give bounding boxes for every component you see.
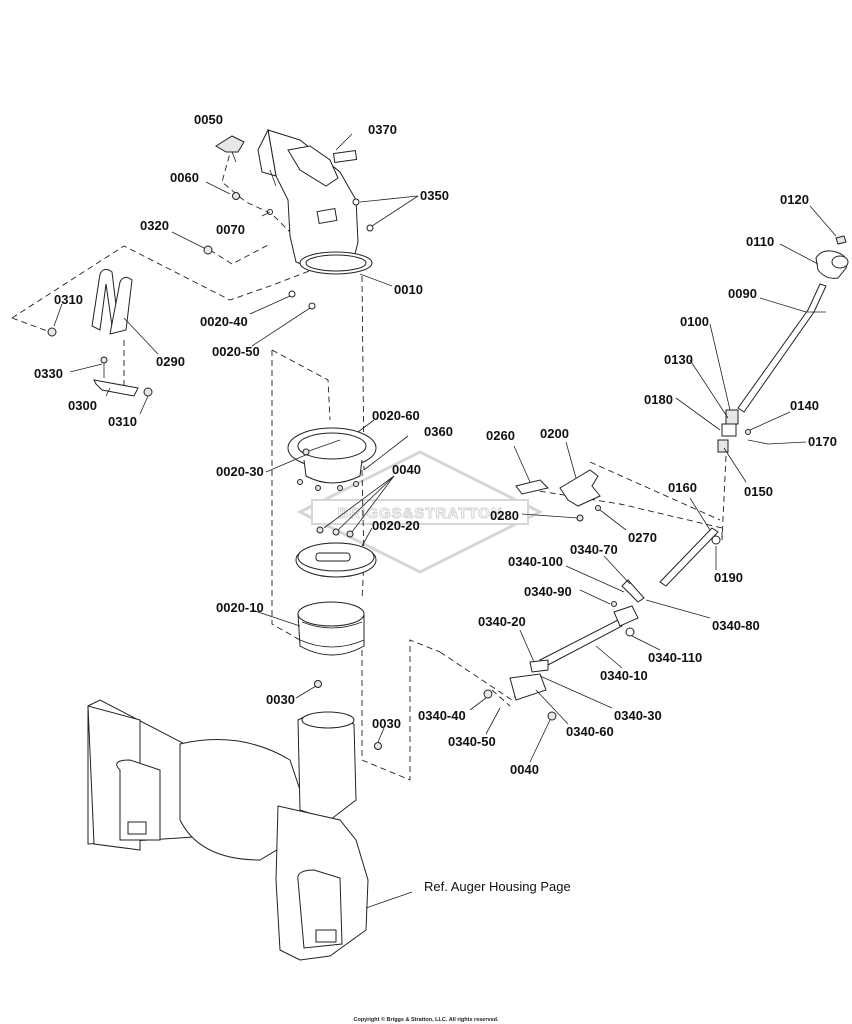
callout-0310-bottom: 0310 [108, 414, 137, 429]
callout-0170: 0170 [808, 434, 837, 449]
callout-0340-90: 0340-90 [524, 584, 572, 599]
callout-0020-50: 0020-50 [212, 344, 260, 359]
callout-0150: 0150 [744, 484, 773, 499]
assembly-guide-lines [11, 145, 727, 781]
callout-0130: 0130 [664, 352, 693, 367]
callout-0340-110: 0340-110 [648, 650, 702, 665]
callout-0340-50: 0340-50 [448, 734, 496, 749]
callout-0020-30: 0020-30 [216, 464, 264, 479]
callout-0270: 0270 [628, 530, 657, 545]
copyright-notice: Copyright © Briggs & Stratton, LLC. All … [353, 1016, 499, 1023]
callout-labels: 0050 0370 0060 0350 0070 0320 0010 0310 … [34, 112, 837, 777]
callout-0330: 0330 [34, 366, 63, 381]
callout-0340-70: 0340-70 [570, 542, 618, 557]
callout-0280: 0280 [490, 508, 519, 523]
bolt-0030-right [374, 742, 382, 750]
briggs-stratton-watermark: BRIGGS&STRATTON [296, 450, 544, 574]
crank-bracket [515, 469, 601, 522]
callout-0340-60: 0340-60 [566, 724, 614, 739]
callout-0340-40: 0340-40 [418, 708, 466, 723]
callout-0300: 0300 [68, 398, 97, 413]
callout-0020-40: 0020-40 [200, 314, 248, 329]
callout-leaders [53, 133, 837, 763]
deflector-bracket [47, 327, 153, 397]
callout-0180: 0180 [644, 392, 673, 407]
callout-0340-10: 0340-10 [600, 668, 648, 683]
callout-0040-ring: 0040 [392, 462, 421, 477]
crank-knob [815, 235, 849, 279]
callout-0020-60: 0020-60 [372, 408, 420, 423]
callout-0340-20: 0340-20 [478, 614, 526, 629]
decal [332, 149, 358, 164]
callout-0120: 0120 [780, 192, 809, 207]
chute-tilt-cable [483, 579, 645, 721]
callout-0070: 0070 [216, 222, 245, 237]
callout-0090: 0090 [728, 286, 757, 301]
callout-0340-30: 0340-30 [614, 708, 662, 723]
callout-0020-20: 0020-20 [372, 518, 420, 533]
callout-0110: 0110 [746, 234, 774, 249]
callout-0020-10: 0020-10 [216, 600, 264, 615]
chute-rotation-ring [287, 427, 377, 491]
deflector-handle [91, 268, 133, 335]
reference-note: Ref. Auger Housing Page [424, 879, 571, 894]
callout-0310-top: 0310 [54, 292, 83, 307]
chute-crank-link [659, 527, 721, 587]
callout-0200: 0200 [540, 426, 569, 441]
callout-0100: 0100 [680, 314, 709, 329]
callout-0010: 0010 [394, 282, 423, 297]
callout-0190: 0190 [714, 570, 743, 585]
discharge-chute [257, 128, 373, 275]
callout-0030-left: 0030 [266, 692, 295, 707]
chute-mounting-plate [295, 526, 377, 578]
callout-0340-100: 0340-100 [508, 554, 563, 569]
callout-0360: 0360 [424, 424, 453, 439]
callout-0030-right: 0030 [372, 716, 401, 731]
callout-0040-cable: 0040 [510, 762, 539, 777]
chute-knob [215, 135, 245, 163]
callout-0320: 0320 [140, 218, 169, 233]
chute-hardware [203, 192, 374, 310]
callout-0050: 0050 [194, 112, 223, 127]
callout-0340-80: 0340-80 [712, 618, 760, 633]
universal-joint [717, 409, 769, 453]
auger-housing [87, 699, 413, 961]
callout-0060: 0060 [170, 170, 199, 185]
watermark-text: BRIGGS&STRATTON [337, 505, 502, 522]
callout-0160: 0160 [668, 480, 697, 495]
callout-0290: 0290 [156, 354, 185, 369]
callout-0370: 0370 [368, 122, 397, 137]
bolt-0030-left [314, 680, 322, 688]
chute-collar [297, 601, 365, 656]
callout-0260: 0260 [486, 428, 515, 443]
crank-rod [737, 283, 827, 413]
callout-0140: 0140 [790, 398, 819, 413]
callout-0350: 0350 [420, 188, 449, 203]
